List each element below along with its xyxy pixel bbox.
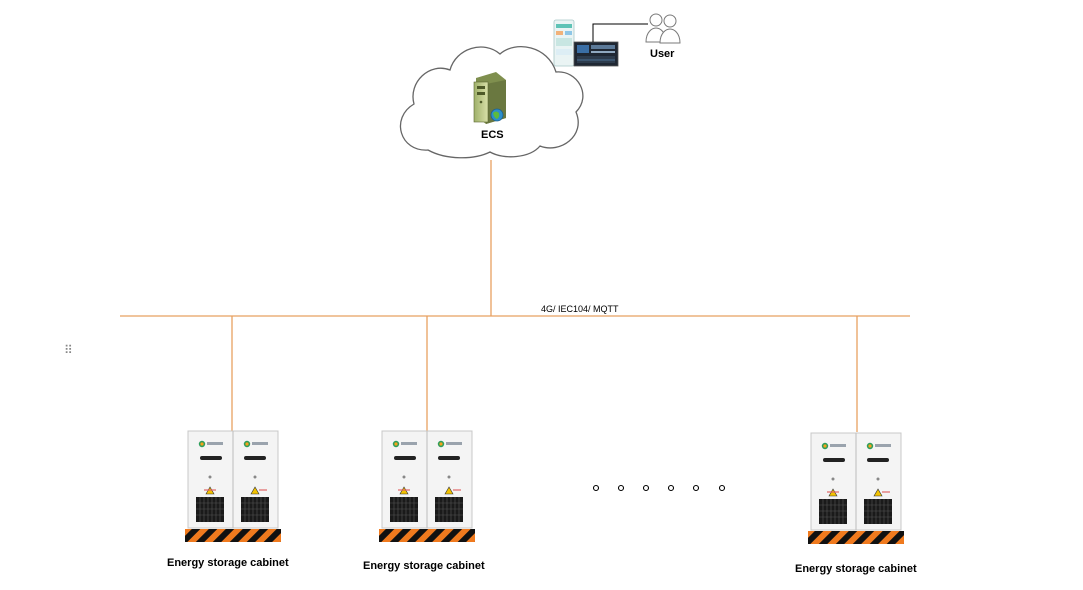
connection-lines [120,160,910,432]
energy-storage-cabinet-icon [378,430,476,543]
cabinet-3-label: Energy storage cabinet [795,563,917,575]
user-link-line [592,23,648,42]
monitor-dashboard-icon [553,19,619,67]
bus-protocol-label: 4G/ IEC104/ MQTT [541,304,619,314]
cabinet-1-label: Energy storage cabinet [167,557,289,569]
server-icon [473,72,506,124]
energy-storage-cabinet-icon [807,432,905,545]
cabinet-2-label: Energy storage cabinet [363,560,485,572]
user-label: User [650,48,675,60]
ecs-label: ECS [481,129,504,141]
ellipsis-dots-icon [592,484,726,492]
users-icon [645,13,681,44]
drag-handle-icon[interactable]: ⠿ [64,343,74,357]
energy-storage-cabinet-icon [184,430,282,543]
